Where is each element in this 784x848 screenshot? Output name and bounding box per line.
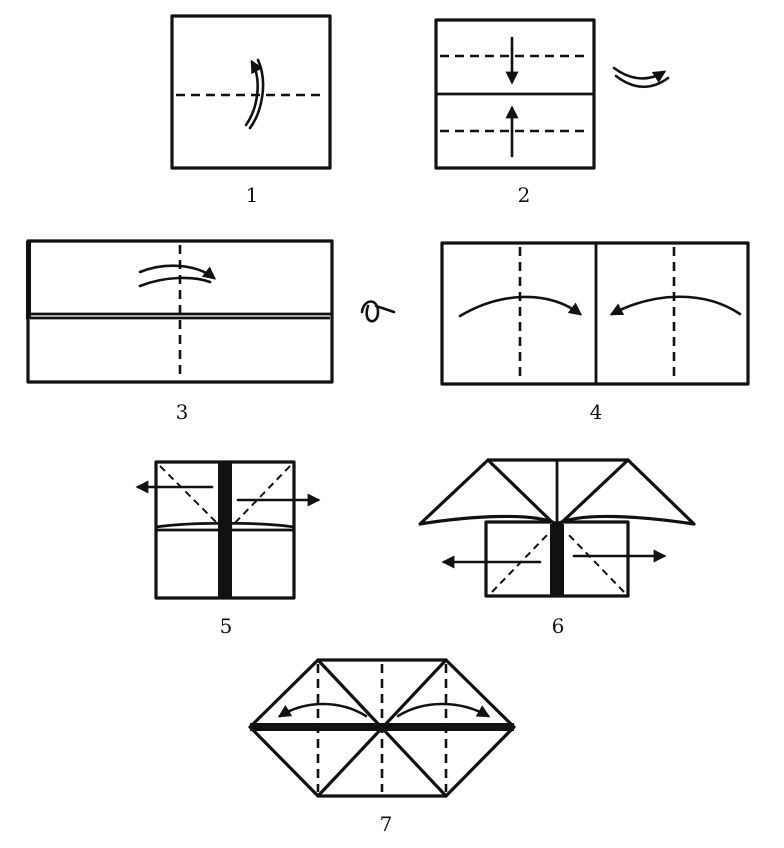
step-5-center-edges <box>218 462 232 598</box>
step-number: 5 <box>219 614 233 638</box>
step-3-turn-over-icon <box>360 300 396 323</box>
step-1-square <box>170 14 332 170</box>
step-3-fold-arrow <box>138 264 217 280</box>
step-7-right-arrow <box>396 702 491 718</box>
step-5-right-diagonal <box>229 465 291 529</box>
step-6-center-edges <box>550 524 564 596</box>
step-number: 7 <box>379 812 393 836</box>
step-4-diagram <box>440 241 750 386</box>
step-4-left-arrow <box>458 295 583 318</box>
step-2-turn-over-arrow <box>612 66 667 84</box>
step-1-fold-arrow <box>244 59 263 127</box>
step-number: 3 <box>175 400 189 424</box>
step-4-right-arrow <box>609 295 742 316</box>
step-1-diagram <box>170 14 332 170</box>
step-number: 1 <box>245 183 259 207</box>
step-number: 4 <box>589 400 603 424</box>
step-number: 2 <box>517 183 531 207</box>
step-7-left-arrow <box>277 702 368 718</box>
step-5-left-diagonal <box>159 465 223 529</box>
step-number: 6 <box>551 614 565 638</box>
step-3-diagram <box>26 239 396 384</box>
step-7-diagram <box>248 658 516 798</box>
step-2-diagram <box>434 18 670 170</box>
step-5-diagram <box>135 460 321 600</box>
step-6-diagram <box>418 458 696 598</box>
